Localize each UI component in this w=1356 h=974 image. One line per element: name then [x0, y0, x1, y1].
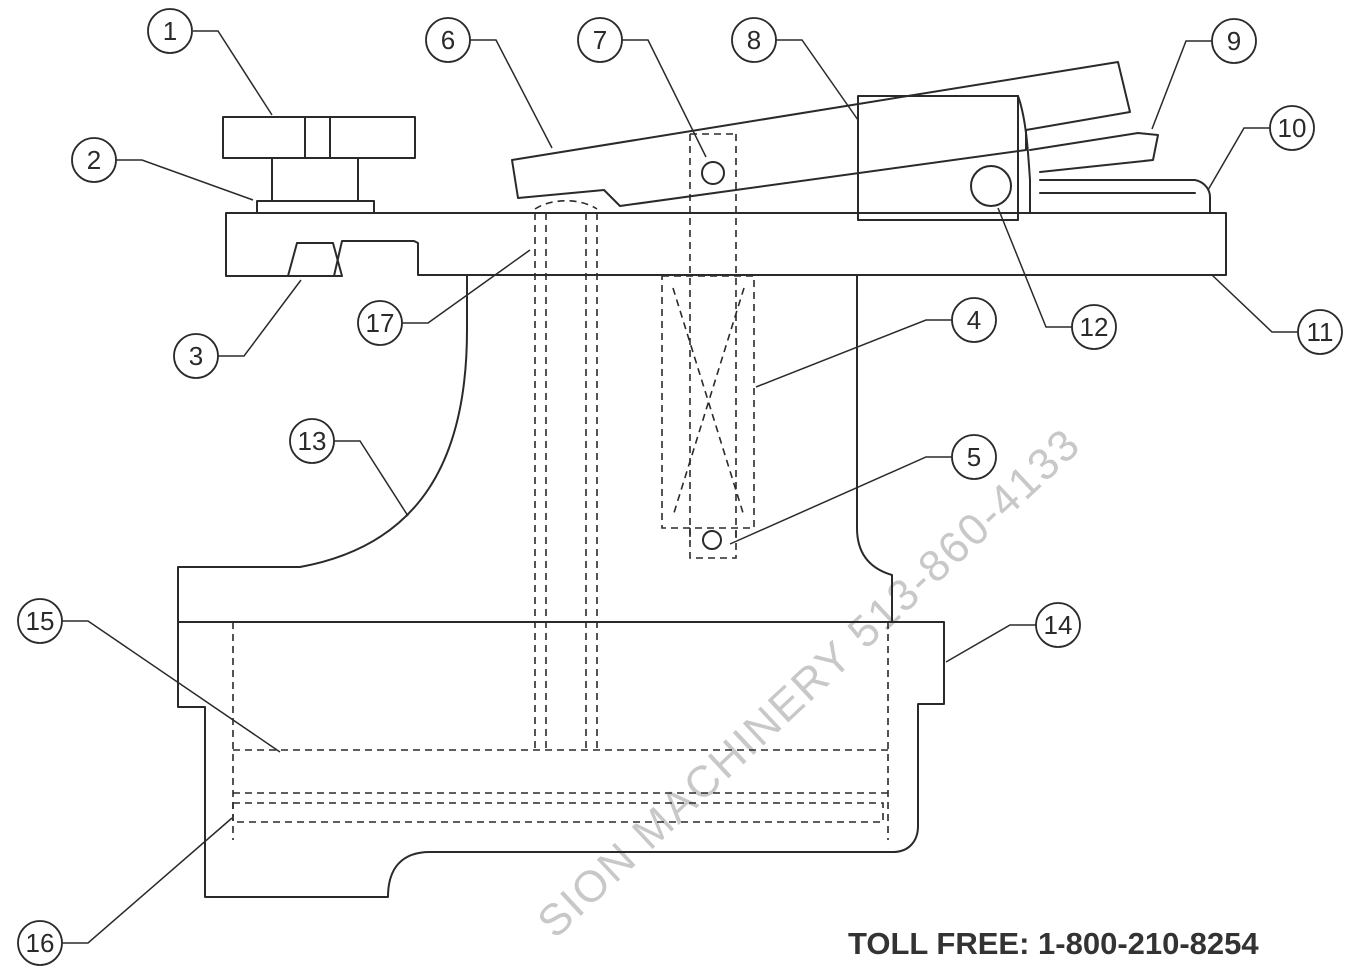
- pivot-block: [857, 95, 1031, 221]
- callout-1: 1: [147, 8, 193, 54]
- callout-leaders: [62, 30, 1298, 944]
- svg-text:11: 11: [1307, 317, 1334, 347]
- svg-text:8: 8: [747, 25, 761, 55]
- svg-text:7: 7: [593, 25, 607, 55]
- callout-7: 7: [577, 17, 623, 63]
- lever-arm: [511, 61, 1131, 207]
- base-casting: [177, 275, 945, 898]
- callout-13: 13: [289, 418, 335, 464]
- callout-8: 8: [731, 17, 777, 63]
- dovetail-slot: [287, 242, 343, 277]
- callout-6: 6: [425, 17, 471, 63]
- callout-17: 17: [357, 300, 403, 346]
- callout-5: 5: [951, 434, 997, 480]
- hidden-reservoir: [232, 622, 889, 840]
- svg-text:5: 5: [967, 442, 981, 472]
- svg-text:15: 15: [26, 606, 55, 636]
- clamp-knob: [222, 116, 416, 214]
- callout-11: 11: [1297, 309, 1343, 355]
- callout-12: 12: [1071, 304, 1117, 350]
- callout-15: 15: [17, 598, 63, 644]
- svg-text:14: 14: [1044, 610, 1073, 640]
- table-plate: [225, 212, 1227, 277]
- callout-16: 16: [17, 920, 63, 966]
- callout-9: 9: [1211, 18, 1257, 64]
- callout-3: 3: [173, 333, 219, 379]
- svg-text:13: 13: [298, 426, 327, 456]
- svg-text:4: 4: [967, 305, 981, 335]
- svg-text:3: 3: [189, 341, 203, 371]
- toll-free-number: TOLL FREE: 1-800-210-8254: [848, 926, 1259, 961]
- callout-14: 14: [1035, 602, 1081, 648]
- callout-10: 10: [1269, 105, 1315, 151]
- latch-arm: [1029, 132, 1211, 214]
- svg-text:17: 17: [366, 308, 395, 338]
- svg-text:6: 6: [441, 25, 455, 55]
- hidden-spring-link: [661, 133, 755, 559]
- svg-text:2: 2: [87, 145, 101, 175]
- svg-text:10: 10: [1278, 113, 1307, 143]
- svg-text:9: 9: [1227, 26, 1241, 56]
- svg-text:12: 12: [1080, 312, 1109, 342]
- svg-text:1: 1: [163, 16, 177, 46]
- watermark-text: SION MACHINERY 513-860-4133: [528, 419, 1090, 948]
- callout-4: 4: [951, 297, 997, 343]
- svg-text:16: 16: [26, 928, 55, 958]
- hidden-shaft: [534, 200, 598, 750]
- callout-2: 2: [71, 137, 117, 183]
